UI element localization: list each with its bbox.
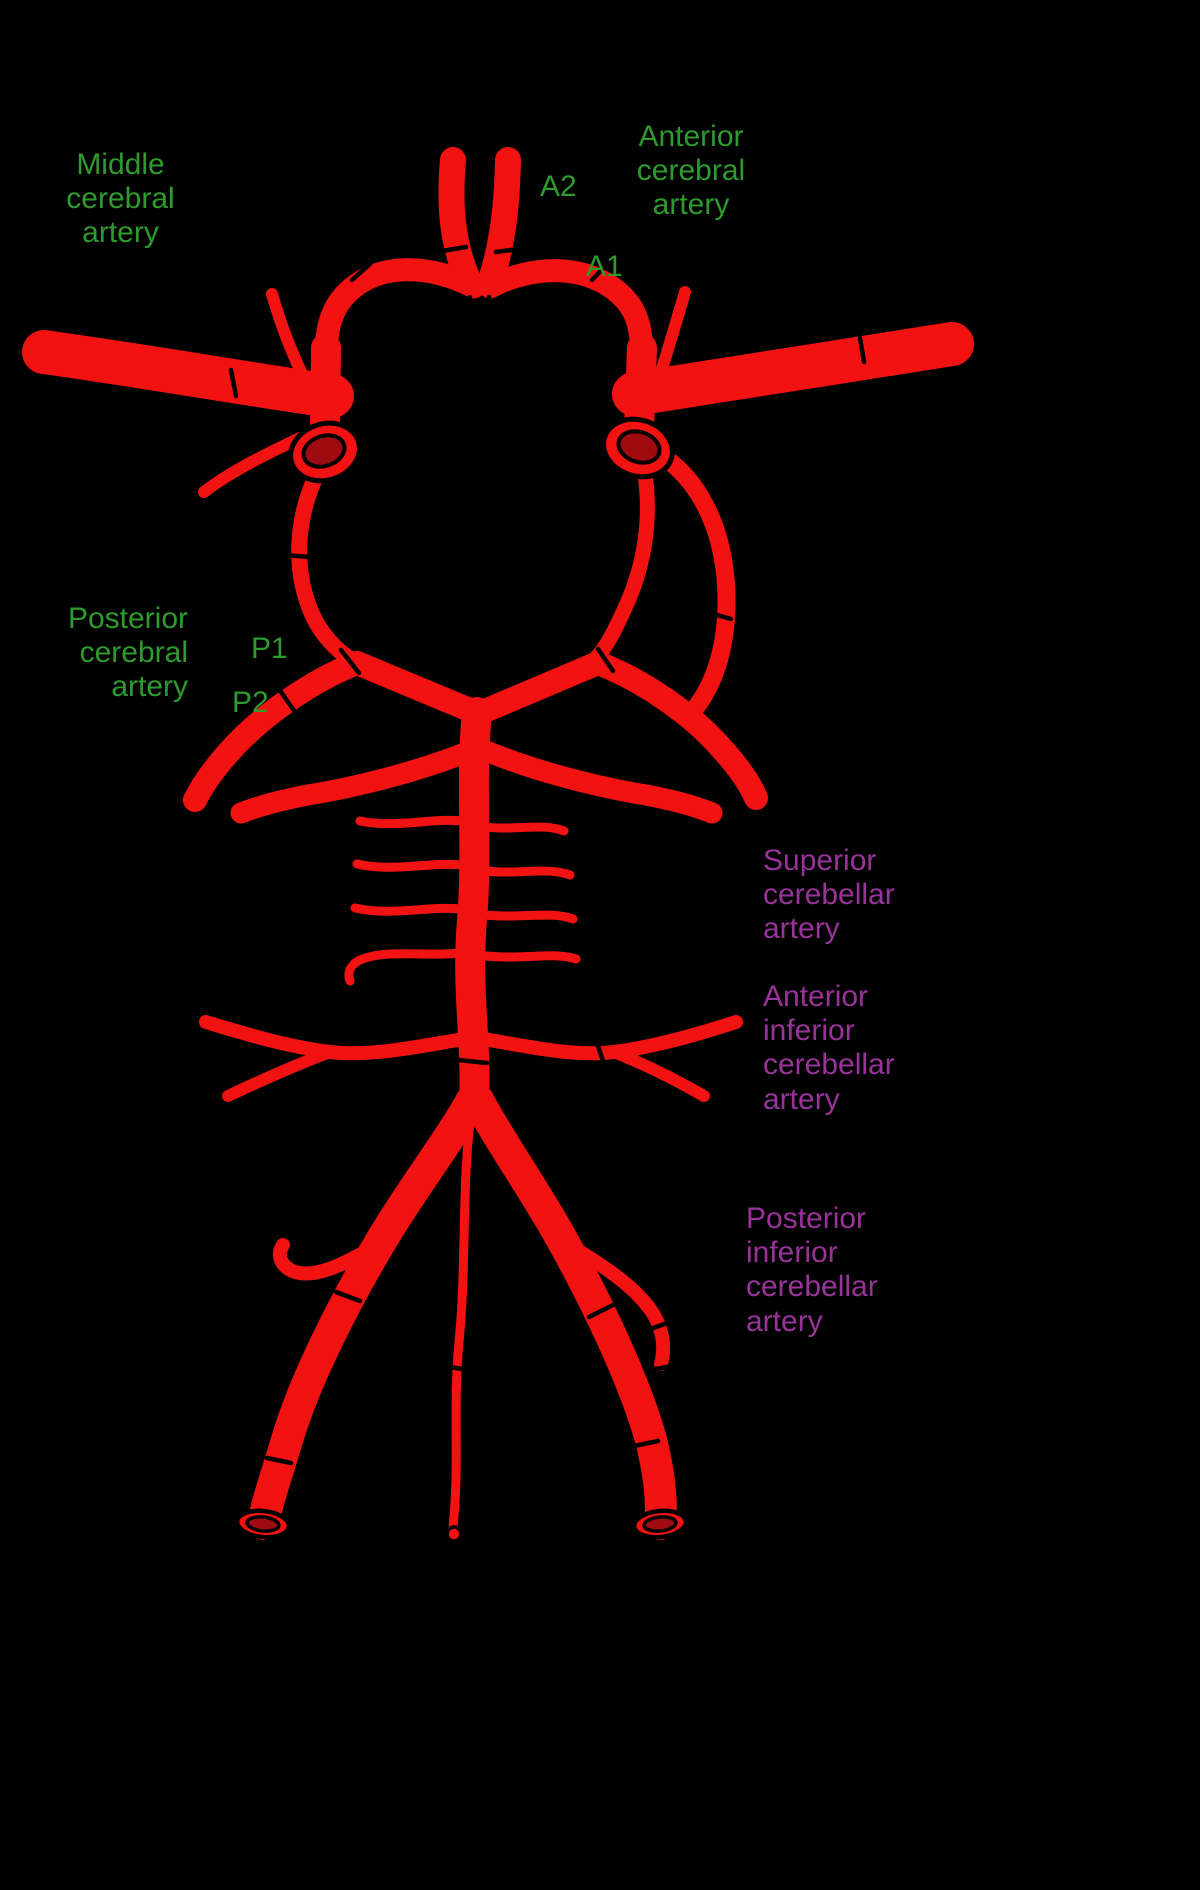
label-p2-segment: P2 (232, 686, 269, 719)
tick-anterior-spinal (443, 1363, 470, 1373)
label-superior-cerebellar-artery: Superior cerebellar artery (763, 844, 895, 946)
tick-pica-right-1 (642, 1320, 670, 1334)
label-anterior-inferior-cerebellar-artery: Anterior inferior cerebellar artery (763, 980, 895, 1116)
tick-pcom-left (281, 552, 313, 560)
tick-pca-right (595, 646, 616, 674)
vertebral-cut-left-inner (245, 1515, 281, 1533)
cortical-branch-right (655, 286, 691, 378)
carotid-cut-right-inner (616, 429, 662, 465)
posterior-inferior-cerebellar-left (272, 1229, 399, 1281)
anterior-cerebral-a2-left (438, 147, 481, 293)
tick-basilar (456, 1057, 490, 1066)
arteries-fill-layer (22, 147, 974, 1540)
tick-a2-left (439, 244, 469, 254)
posterior-cerebral-p2-right (586, 651, 768, 810)
middle-cerebral-right (612, 322, 974, 416)
tick-midline-right (486, 294, 494, 321)
vessel-cut-ends (234, 416, 689, 1540)
cortical-branch-left (266, 288, 308, 380)
anterior-spinal-end (445, 1525, 463, 1543)
pontine-branch-2-left (352, 859, 475, 872)
tick-pcom-lateral-right-1 (710, 488, 741, 500)
label-p1-segment: P1 (251, 632, 288, 665)
label-posterior-cerebral-artery: Posterior cerebral artery (67, 602, 188, 704)
anterior-cerebral-a1-left (314, 258, 486, 364)
tick-vertebral-left-low (264, 1455, 294, 1466)
tick-p2-left (276, 686, 298, 715)
anterior-inferior-cerebellar-right-branch (608, 1046, 710, 1102)
anterior-cerebral-a2-right (478, 147, 521, 293)
label-a1-segment: A1 (586, 250, 623, 283)
label-middle-cerebral-artery: Middle cerebral artery (66, 148, 175, 250)
tick-pica-right-2 (647, 1363, 675, 1373)
posterior-communicating-right (588, 460, 655, 666)
anterior-inferior-cerebellar-left-branch (222, 1046, 336, 1102)
posterior-cerebral-p1-left (345, 651, 489, 725)
label-posterior-inferior-cerebellar-artery: Posterior inferior cerebellar artery (746, 1202, 878, 1338)
tick-mca-right (857, 335, 867, 365)
tick-vertebral-right (586, 1302, 616, 1320)
tick-p1-left (338, 647, 362, 676)
tick-a2-right (493, 246, 521, 255)
anterior-choroidal-left (198, 432, 306, 498)
posterior-cerebral-p1-right (468, 651, 610, 725)
tick-pcom-lateral-right-2 (704, 609, 734, 622)
tick-a1-left (349, 261, 373, 283)
tick-mca-left (228, 367, 239, 399)
vertebral-cut-right-inner (642, 1515, 678, 1533)
tick-vertebral-right-low (631, 1438, 661, 1449)
anterior-spinal (448, 1103, 477, 1538)
pontine-branch-3-left (350, 903, 475, 916)
superior-cerebellar-left (230, 739, 483, 824)
vertebral-left (247, 1084, 488, 1540)
pontine-branch-1-right (473, 821, 569, 836)
carotid-cut-left-inner (301, 433, 347, 469)
segment-tick-marks (228, 244, 867, 1466)
tick-midline-left (465, 294, 473, 321)
pontine-branch-4-right (473, 950, 581, 964)
label-anterior-cerebral-artery: Anterior cerebral artery (636, 120, 746, 222)
vertebral-right (462, 1084, 677, 1540)
basilar-artery (455, 697, 492, 1117)
pontine-branch-4-left (344, 947, 475, 986)
tick-aica-right (593, 1037, 607, 1067)
pontine-branch-2-right (473, 865, 575, 880)
posterior-inferior-cerebellar-right (547, 1229, 671, 1371)
anterior-inferior-cerebellar-left (199, 1015, 477, 1061)
pontine-branch-3-right (473, 909, 578, 924)
middle-cerebral-left (22, 330, 354, 418)
posterior-cerebral-p2-left (183, 651, 369, 812)
tick-a1-right (589, 259, 612, 283)
label-a2-segment: A2 (540, 170, 577, 203)
superior-cerebellar-right (473, 739, 723, 824)
posterior-communicating-lateral-right (647, 443, 736, 715)
anterior-cerebral-a1-right (478, 259, 654, 364)
posterior-communicating-left (291, 460, 360, 668)
tick-vertebral-left (333, 1289, 363, 1304)
pontine-branch-1-left (355, 815, 475, 829)
